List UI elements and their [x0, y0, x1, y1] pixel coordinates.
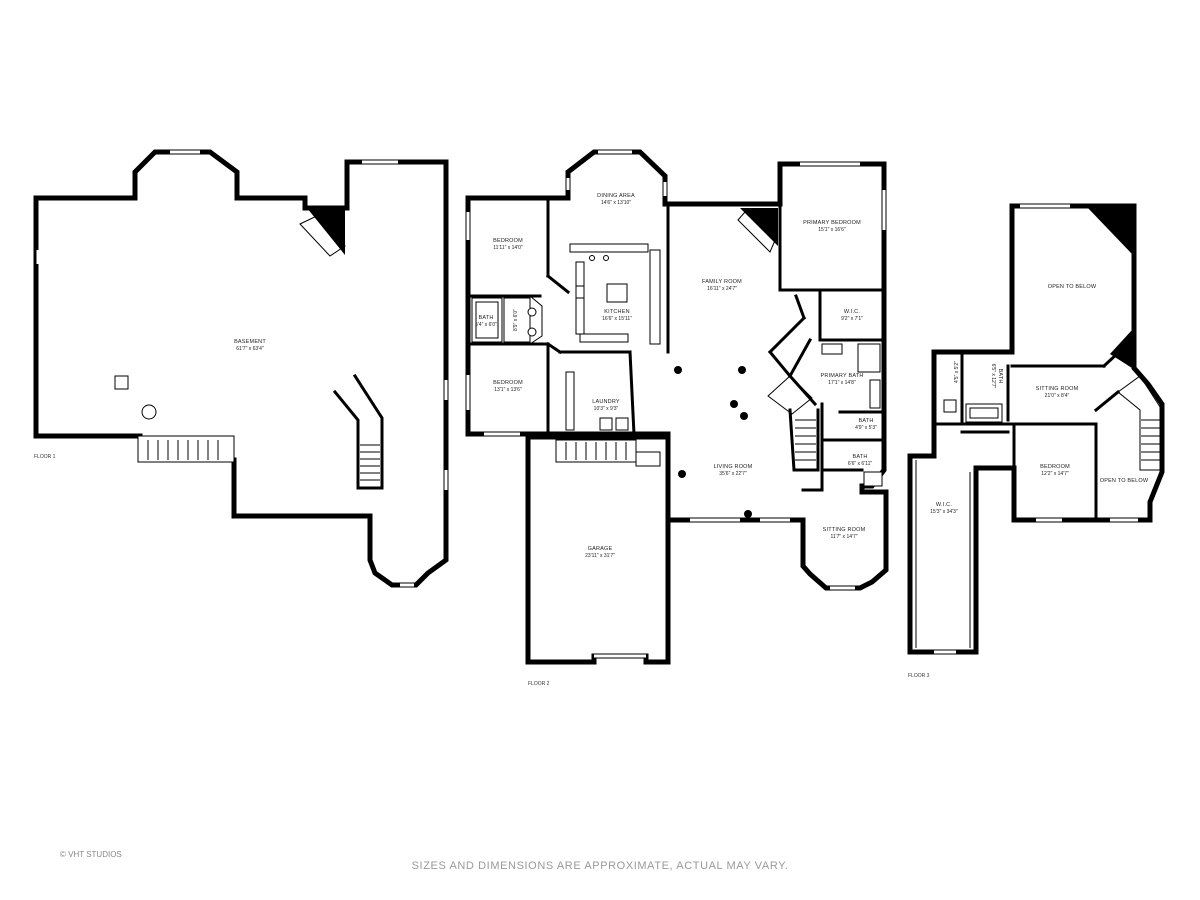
room-name: BASEMENT [234, 339, 266, 345]
room-name: BATH [478, 315, 493, 321]
room-name: BATH [852, 454, 867, 460]
room-name: BEDROOM [493, 238, 523, 244]
room-name: OPEN TO BELOW [1048, 284, 1097, 290]
room-name: BATH [858, 418, 873, 424]
room-dims: 15'3" x 34'3" [930, 509, 958, 515]
room-dims: 5'4" x 6'0" [475, 322, 497, 328]
room-dims: 6'6" x 6'11" [848, 461, 872, 467]
room-dims: 13'1" x 13'6" [494, 387, 522, 393]
upper-fireplace-top [1086, 206, 1132, 254]
room-name: DINING AREA [597, 193, 635, 199]
room-dims: 21'0" x 8'4" [1045, 393, 1070, 399]
floor-label: FLOOR 3 [908, 673, 930, 679]
disclaimer-text: SIZES AND DIMENSIONS ARE APPROXIMATE, AC… [411, 860, 789, 872]
room-name: OPEN TO BELOW [1100, 478, 1149, 484]
basement-stair-lines [147, 440, 219, 460]
room-dims: 14'6" x 13'10" [601, 200, 631, 206]
room-dims: 16'6" x 15'11" [602, 316, 632, 322]
room-name: LAUNDRY [592, 399, 620, 405]
room-dims: 15'1" x 16'6" [818, 227, 846, 233]
floor-label: FLOOR 2 [528, 681, 550, 687]
room-dims: 16'11" x 24'7" [707, 286, 737, 292]
room-name: KITCHEN [604, 309, 630, 315]
room-name-rotated: BATH [997, 368, 1003, 383]
family-room-fireplace [740, 208, 778, 246]
room-dims: 61'7" x 63'4" [236, 346, 264, 352]
copyright-text: © VHT STUDIOS [60, 850, 122, 859]
main-floor-outer-wall [465, 149, 889, 591]
floor-3-plan: OPEN TO BELOW SITTING ROOM 21'0" x 8'4" … [907, 203, 1165, 679]
room-dims: 10'3" x 9'3" [594, 406, 619, 412]
room-dims-rotated: 4'5" x 5'2" [954, 361, 960, 383]
room-dims: 23'11" x 31'7" [585, 553, 615, 559]
floor-2-plan: DINING AREA 14'6" x 13'10" BEDROOM 11'11… [465, 149, 889, 687]
room-name: PRIMARY BATH [820, 373, 863, 379]
room-name: W.I.C. [936, 502, 952, 508]
room-dims: 17'1" x 14'8" [828, 380, 856, 386]
room-dims-rotated: 8'9" x 6'0" [513, 309, 519, 331]
room-dims: 9'2" x 7'1" [841, 316, 863, 322]
room-dims: 35'6" x 22'7" [719, 471, 747, 477]
room-name: W.I.C. [844, 309, 860, 315]
room-name: BEDROOM [493, 380, 523, 386]
room-name: BEDROOM [1040, 464, 1070, 470]
kitchen-island [606, 283, 628, 303]
basement-fireplace [307, 208, 345, 255]
room-dims: 11'11" x 14'0" [493, 245, 523, 251]
room-name: GARAGE [588, 546, 613, 552]
main-floor-interior-walls [466, 196, 886, 492]
floor-label: FLOOR 1 [34, 454, 56, 460]
room-dims: 11'7" x 14'7" [830, 534, 857, 540]
basement-square-fixture [114, 375, 129, 390]
upper-floor-outer-wall [907, 203, 1165, 655]
room-name: SITTING ROOM [823, 527, 866, 533]
room-name: FAMILY ROOM [702, 279, 742, 285]
room-dims: 4'9" x 5'3" [855, 425, 877, 431]
room-name: PRIMARY BEDROOM [803, 220, 861, 226]
basement-outer-wall [33, 149, 449, 588]
floor-1-plan: BASEMENT 61'7" x 63'4" FLOOR 1 [33, 149, 449, 588]
room-dims-rotated: 6'5" x 12'7" [990, 364, 996, 389]
basement-curved-stair [332, 373, 384, 490]
room-name: LIVING ROOM [714, 464, 753, 470]
living-room-columns [674, 366, 752, 518]
room-name: SITTING ROOM [1036, 386, 1079, 392]
basement-round-fixture [141, 404, 157, 420]
room-dims: 12'2" x 14'7" [1041, 471, 1069, 477]
